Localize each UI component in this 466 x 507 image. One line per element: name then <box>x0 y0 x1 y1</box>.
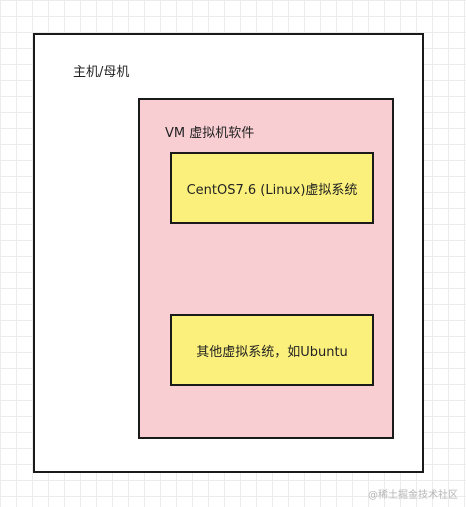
host-machine-label: 主机/母机 <box>73 65 130 80</box>
watermark: @稀土掘金技术社区 <box>368 490 458 501</box>
other-guest-box <box>170 314 374 386</box>
other-guest-label: 其他虚拟系统，如Ubuntu <box>196 344 348 360</box>
centos-guest-label: CentOS7.6 (Linux)虚拟系统 <box>186 182 358 198</box>
vm-software-box <box>138 98 394 439</box>
centos-guest-box <box>170 152 374 224</box>
vm-software-label: VM 虚拟机软件 <box>165 126 255 141</box>
